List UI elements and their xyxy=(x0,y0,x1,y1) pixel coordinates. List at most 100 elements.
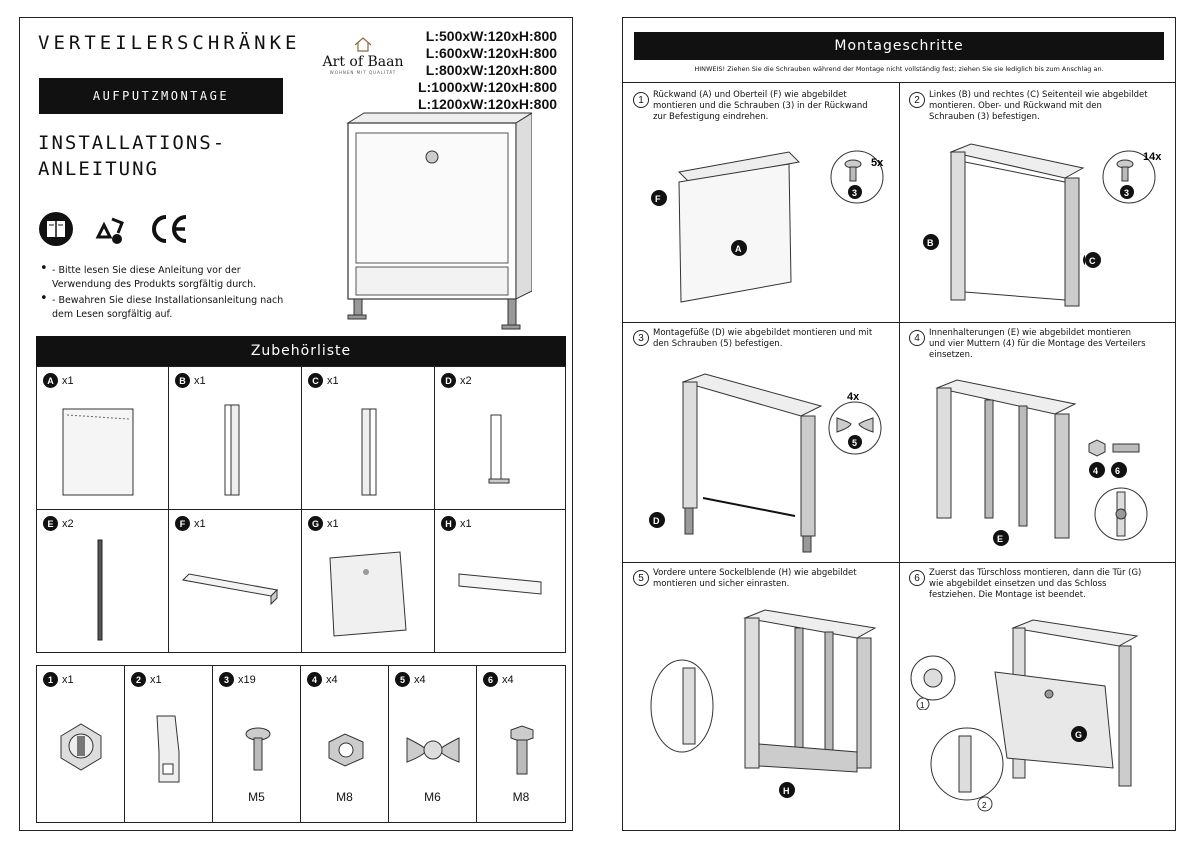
bolt-m8-drawing xyxy=(510,725,534,775)
callout-count: 4x xyxy=(847,391,860,403)
step-6-lock-callout: 1 xyxy=(910,655,956,710)
ce-mark-icon xyxy=(152,215,187,243)
assembly-steps-header: Montageschritte xyxy=(634,32,1164,60)
step-description: Innenhalterungen (E) wie abgebildet mont… xyxy=(929,328,1146,360)
step-2-text: 2 Linkes (B) und rechtes (C) Seitenteil … xyxy=(909,90,1149,123)
callout-part: 3 xyxy=(852,188,857,198)
document-title: VERTEILERSCHRÄNKE xyxy=(38,32,301,54)
step-4-drawing: E xyxy=(935,379,1077,546)
hardware-unit: M5 xyxy=(248,790,265,804)
hardware-unit: M8 xyxy=(512,790,530,804)
part-badge: C xyxy=(308,373,323,388)
callout-part: 4 xyxy=(1093,466,1098,476)
hardware-qty: x1 xyxy=(150,673,162,686)
part-badge: B xyxy=(175,373,190,388)
callout-part: 5 xyxy=(852,438,857,448)
part-qty: x2 xyxy=(62,517,74,530)
part-badge: H xyxy=(441,516,456,531)
symbol-row xyxy=(38,211,190,247)
size-item: L:1000xW:120xH:800 xyxy=(418,79,558,95)
step-description: Linkes (B) und rechtes (C) Seitenteil wi… xyxy=(929,90,1148,122)
nut-m8-drawing xyxy=(328,733,364,767)
part-badge: A xyxy=(43,373,58,388)
step-1-drawing: A F xyxy=(651,151,801,303)
callout-count: 14x xyxy=(1143,151,1162,163)
part-label: B xyxy=(927,238,934,248)
plinth-drawing xyxy=(458,573,542,595)
size-item: L:500xW:120xH:800 xyxy=(425,28,558,44)
note-item: - Bewahren Sie diese Installationsanleit… xyxy=(40,292,302,322)
size-item: L:600xW:120xH:800 xyxy=(425,45,558,61)
part-label: A xyxy=(735,244,742,254)
callout-part: 1 xyxy=(920,701,925,710)
callout-part: 2 xyxy=(982,801,987,810)
logo-tagline: WOHNEN MIT QUALITÄT xyxy=(329,70,397,75)
step-number: 4 xyxy=(909,330,925,346)
hardware-badge: 5 xyxy=(395,672,410,687)
step-1-text: 1 Rückwand (A) und Oberteil (F) wie abge… xyxy=(633,90,873,123)
mount-type-banner: AUFPUTZMONTAGE xyxy=(39,78,283,114)
right-side-panel-drawing xyxy=(361,408,377,496)
step-1-screw-callout: 3 5x xyxy=(830,150,884,204)
step-5-drawing: H xyxy=(743,609,877,798)
back-panel-drawing xyxy=(62,408,134,496)
hardware-cell: 1 x1 xyxy=(36,665,125,823)
part-label: C xyxy=(1089,256,1096,266)
step-6-text: 6 Zuerst das Türschloss montieren, dann … xyxy=(909,568,1149,601)
part-label: D xyxy=(653,516,660,526)
part-qty: x1 xyxy=(460,517,472,530)
hardware-badge: 6 xyxy=(483,672,498,687)
step-5-detail-callout xyxy=(650,659,714,753)
step-2-screw-callout: 3 14x xyxy=(1102,150,1162,204)
door-drawing xyxy=(329,551,407,637)
part-qty: x1 xyxy=(194,374,206,387)
step-2-drawing: B xyxy=(923,143,1085,307)
step-3-text: 3 Montagefüße (D) wie abgebildet montier… xyxy=(633,328,873,350)
step-4-nut-bolt-callout: 4 6 xyxy=(1088,439,1140,478)
step-4-detail-callout xyxy=(1094,487,1148,541)
step-6-latch-callout: 2 xyxy=(930,727,1004,812)
step-number: 3 xyxy=(633,330,649,346)
logo-name: Art of Baan xyxy=(322,54,404,70)
part-qty: x1 xyxy=(62,374,74,387)
read-manual-icon xyxy=(39,212,73,246)
step-5-text: 5 Vordere untere Sockelblende (H) wie ab… xyxy=(633,568,873,590)
part-qty: x1 xyxy=(327,517,339,530)
part-label: E xyxy=(997,534,1003,544)
hardware-badge: 1 xyxy=(43,672,58,687)
assembly-hint: HINWEIS! Ziehen Sie die Schrauben währen… xyxy=(694,65,1104,73)
hardware-qty: x4 xyxy=(326,673,338,686)
top-panel-drawing xyxy=(181,573,279,606)
part-qty: x1 xyxy=(194,517,206,530)
part-qty: x1 xyxy=(327,374,339,387)
size-list: L:500xW:120xH:800 L:600xW:120xH:800 L:80… xyxy=(418,28,557,113)
note-item: - Bitte lesen Sie diese Anleitung vor de… xyxy=(40,262,302,292)
hardware-unit: M6 xyxy=(424,790,441,804)
part-label: F xyxy=(655,194,661,204)
step-number: 1 xyxy=(633,92,649,108)
step-number: 5 xyxy=(633,570,649,586)
parts-list-header: Zubehörliste xyxy=(36,336,566,366)
house-icon xyxy=(354,37,372,52)
hardware-qty: x4 xyxy=(414,673,426,686)
step-number: 2 xyxy=(909,92,925,108)
part-badge: F xyxy=(175,516,190,531)
step-description: Montagefüße (D) wie abgebildet montieren… xyxy=(653,328,873,349)
step-number: 6 xyxy=(909,570,925,586)
notes-list: - Bitte lesen Sie diese Anleitung vor de… xyxy=(40,262,302,324)
hardware-qty: x1 xyxy=(62,673,74,686)
size-item: L:800xW:120xH:800 xyxy=(425,62,558,78)
inner-bracket-drawing xyxy=(97,539,103,641)
callout-count: 5x xyxy=(871,157,884,169)
